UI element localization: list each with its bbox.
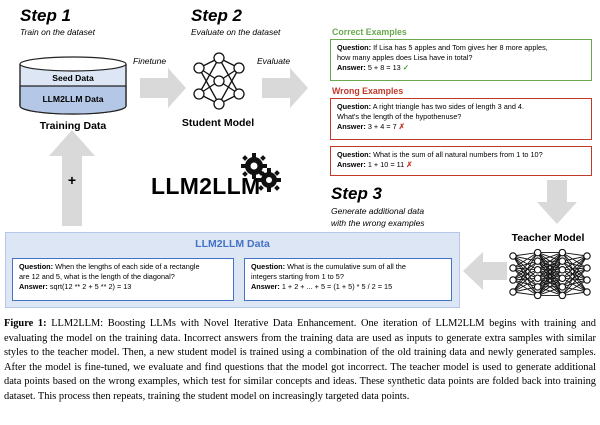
network-node <box>509 288 517 296</box>
answer-text: sqrt(12 ** 2 + 5 ** 2) = 13 <box>49 282 132 292</box>
teacher-model-label: Teacher Model <box>511 232 585 244</box>
network-node <box>558 283 567 291</box>
network-node <box>533 257 542 265</box>
question-label: Question: <box>337 150 372 159</box>
network-node <box>583 264 591 272</box>
step1-subtitle: Train on the dataset <box>20 27 95 37</box>
generated-example-box-1: Question: When the lengths of each side … <box>12 258 234 301</box>
wrong-example-box-2: Question: What is the sum of all natural… <box>330 146 592 176</box>
question-text: When the lengths of each side of a recta… <box>55 262 200 271</box>
network-node <box>583 276 591 284</box>
teacher-network-icon <box>509 248 591 300</box>
network-node <box>509 276 517 284</box>
finetune-label: Finetune <box>133 56 167 66</box>
network-node <box>558 265 567 274</box>
evaluate-label: Evaluate <box>257 56 291 66</box>
network-node <box>583 288 591 296</box>
step2-subtitle: Evaluate on the dataset <box>191 27 281 37</box>
seed-data-label: Seed Data <box>52 73 94 83</box>
llm2llm-data-layer-label: LLM2LLM Data <box>42 94 104 104</box>
wrong-examples-heading: Wrong Examples <box>332 86 404 96</box>
correct-example-box: Question: If Lisa has 5 apples and Tom g… <box>330 39 592 81</box>
caption-label: Figure 1: <box>4 318 47 329</box>
answer-text: 5 + 8 = 13 <box>367 63 401 73</box>
correct-examples-heading: Correct Examples <box>332 27 407 37</box>
network-node <box>533 283 542 291</box>
answer-label: Answer: <box>337 63 366 73</box>
answer-label: Answer: <box>19 282 48 292</box>
network-node <box>558 257 567 265</box>
left-arrow <box>463 252 507 290</box>
training-data-label: Training Data <box>39 120 107 132</box>
answer-text: 1 + 10 = 11 <box>367 160 405 170</box>
step2-title: Step 2 <box>191 6 243 25</box>
question-text: What is the sum of all natural numbers f… <box>373 150 543 159</box>
network-node <box>533 274 542 283</box>
question-label: Question: <box>337 43 372 52</box>
network-node <box>533 248 542 257</box>
training-data-cylinder <box>19 56 127 115</box>
finetune-arrow <box>140 68 186 108</box>
figure-caption: Figure 1: LLM2LLM: Boosting LLMs with No… <box>4 317 596 404</box>
llm2llm-data-heading: LLM2LLM Data <box>195 238 270 250</box>
network-node <box>509 264 517 272</box>
network-node <box>558 248 567 257</box>
answer-text: 1 + 2 + ... + 5 = (1 + 5) * 5 / 2 = 15 <box>281 282 393 292</box>
question-label: Question: <box>337 102 372 111</box>
question-text-cont: What's the length of the hypothenuse? <box>337 112 462 122</box>
llm2llm-logo-text: LLM2LLM <box>151 173 261 199</box>
network-node <box>583 252 591 260</box>
step1-title: Step 1 <box>20 6 72 25</box>
evaluate-arrow <box>262 68 308 108</box>
question-text: A right triangle has two sides of length… <box>372 102 524 111</box>
checkmark-icon: ✓ <box>402 63 409 73</box>
answer-label: Answer: <box>337 122 366 132</box>
student-model-label: Student Model <box>181 117 255 129</box>
question-label: Question: <box>19 262 54 271</box>
question-text-cont: integers starting from 1 to 5? <box>251 272 344 282</box>
network-node <box>533 291 542 300</box>
down-arrow <box>537 180 577 224</box>
answer-label: Answer: <box>337 160 366 170</box>
question-text-cont: are 12 and 5, what is the length of the … <box>19 272 175 282</box>
step3-title: Step 3 <box>331 184 383 203</box>
up-arrow <box>49 130 95 226</box>
answer-text: 3 + 4 = 7 <box>367 122 397 132</box>
wrong-example-box-1: Question: A right triangle has two sides… <box>330 98 592 140</box>
gears-icon <box>241 153 281 192</box>
network-node <box>558 291 567 300</box>
cross-icon: ✗ <box>398 122 405 132</box>
network-node <box>509 252 517 260</box>
question-text-cont: how many apples does Lisa have in total? <box>337 53 473 63</box>
answer-label: Answer: <box>251 282 280 292</box>
cross-icon: ✗ <box>406 160 413 170</box>
generated-example-box-2: Question: What is the cumulative sum of … <box>244 258 452 301</box>
student-network-icon <box>193 52 245 110</box>
question-label: Question: <box>251 262 286 271</box>
caption-text: LLM2LLM: Boosting LLMs with Novel Iterat… <box>4 318 596 402</box>
plus-sign: + <box>67 172 77 188</box>
question-text: If Lisa has 5 apples and Tom gives her 8… <box>373 43 548 52</box>
network-node <box>533 265 542 274</box>
step3-subtitle-line1: Generate additional data <box>331 206 425 216</box>
network-node <box>558 274 567 283</box>
question-text: What is the cumulative sum of all the <box>287 262 406 271</box>
step3-subtitle-line2: with the wrong examples <box>331 218 425 228</box>
